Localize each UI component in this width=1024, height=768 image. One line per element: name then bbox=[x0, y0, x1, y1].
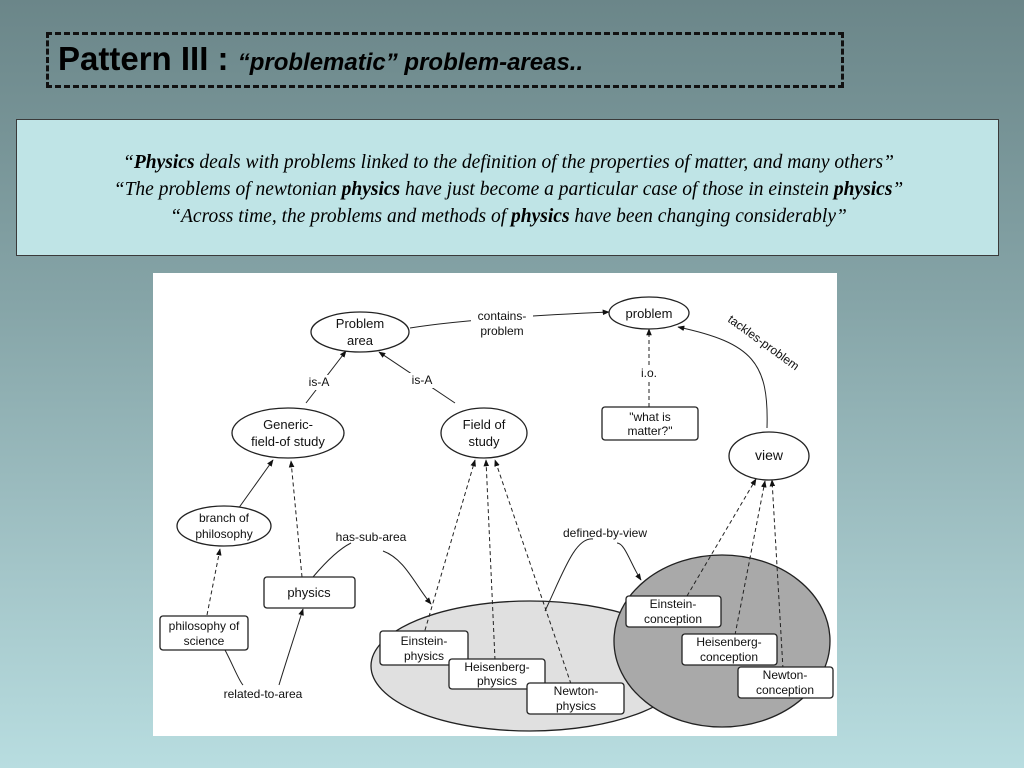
node-physics: physics bbox=[263, 576, 356, 609]
svg-text:Einstein-: Einstein- bbox=[650, 597, 697, 611]
svg-text:philosophy: philosophy bbox=[195, 527, 252, 541]
edge-defined-by-view-in bbox=[544, 538, 594, 612]
svg-text:Einstein-: Einstein- bbox=[401, 634, 448, 648]
edge-einstein-phys-to-field bbox=[422, 459, 476, 638]
label-tackles-problem: tackles-problem bbox=[725, 312, 802, 373]
edge-related-right bbox=[278, 608, 304, 686]
label-is-a-left: is-A bbox=[309, 375, 330, 389]
svg-text:Heisenberg-: Heisenberg- bbox=[464, 660, 529, 674]
label-contains-problem-2: problem bbox=[480, 324, 523, 338]
quote-line-3: “Across time, the problems and methods o… bbox=[170, 206, 847, 227]
svg-text:Problem: Problem bbox=[336, 316, 384, 331]
svg-text:matter?": matter?" bbox=[628, 424, 673, 438]
edge-phil-to-branch bbox=[206, 548, 222, 616]
quote-box: “Physics deals with problems linked to t… bbox=[16, 119, 999, 256]
edge-has-sub-area-out bbox=[382, 550, 432, 605]
edge-has-sub-area-in bbox=[312, 542, 352, 578]
svg-text:conception: conception bbox=[756, 683, 814, 697]
svg-text:physics: physics bbox=[556, 699, 596, 713]
node-newton-physics: Newton- physics bbox=[526, 682, 625, 715]
edge-einstein-con-to-view bbox=[686, 478, 757, 597]
node-philosophy-of-science: philosophy of science bbox=[159, 615, 249, 651]
node-newton-conception: Newton- conception bbox=[737, 666, 834, 699]
node-view: view bbox=[728, 431, 810, 481]
title-main: Pattern III : bbox=[58, 40, 238, 77]
title-frame bbox=[46, 32, 844, 88]
edge-defined-by-view-out bbox=[616, 542, 642, 581]
quote-line-2: “The problems of newtonian physics have … bbox=[113, 179, 904, 200]
edge-branch-to-generic bbox=[237, 459, 274, 510]
svg-text:Newton-: Newton- bbox=[554, 684, 599, 698]
node-branch-of-philosophy: branch of philosophy bbox=[176, 505, 272, 547]
svg-text:field-of study: field-of study bbox=[251, 434, 325, 449]
svg-text:Heisenberg-: Heisenberg- bbox=[696, 635, 761, 649]
node-einstein-conception: Einstein- conception bbox=[625, 595, 722, 628]
svg-text:conception: conception bbox=[700, 650, 758, 664]
label-has-sub-area: has-sub-area bbox=[336, 530, 407, 544]
concept-diagram: Problem area problem Generic- field-of s… bbox=[153, 273, 837, 736]
label-contains-problem-1: contains- bbox=[478, 309, 527, 323]
edge-heisenberg-phys-to-field bbox=[483, 459, 496, 661]
edge-heisenberg-con-to-view bbox=[734, 480, 767, 636]
node-problem-area: Problem area bbox=[310, 311, 410, 353]
node-heisenberg-conception: Heisenberg- conception bbox=[681, 633, 778, 666]
node-field-of-study: Field of study bbox=[440, 407, 528, 459]
slide-title: Pattern III : “problematic” problem-area… bbox=[58, 37, 583, 85]
edge-related-left bbox=[224, 649, 244, 686]
svg-text:physics: physics bbox=[477, 674, 517, 688]
svg-text:area: area bbox=[347, 333, 374, 348]
svg-text:physics: physics bbox=[287, 585, 331, 600]
label-io: i.o. bbox=[641, 366, 657, 380]
node-generic-field-of-study: Generic- field-of study bbox=[231, 407, 345, 459]
title-subtitle: “problematic” problem-areas.. bbox=[237, 49, 584, 76]
svg-text:Generic-: Generic- bbox=[263, 417, 313, 432]
svg-text:study: study bbox=[468, 434, 500, 449]
svg-text:physics: physics bbox=[404, 649, 444, 663]
node-einstein-physics: Einstein- physics bbox=[379, 630, 469, 666]
svg-text:problem: problem bbox=[626, 306, 673, 321]
node-heisenberg-physics: Heisenberg- physics bbox=[448, 658, 546, 690]
svg-text:philosophy of: philosophy of bbox=[169, 619, 240, 633]
edge-newton-con-to-view bbox=[769, 479, 784, 670]
label-is-a-right: is-A bbox=[412, 373, 433, 387]
svg-text:conception: conception bbox=[644, 612, 702, 626]
node-what-is-matter: "what is matter?" bbox=[601, 406, 699, 441]
svg-text:view: view bbox=[755, 447, 784, 463]
node-problem: problem bbox=[608, 296, 690, 330]
edge-physics-to-generic bbox=[288, 460, 303, 578]
edge-newton-phys-to-field bbox=[494, 459, 572, 685]
svg-text:Newton-: Newton- bbox=[763, 668, 808, 682]
label-defined-by-view: defined-by-view bbox=[563, 526, 647, 540]
quote-line-1: “Physics deals with problems linked to t… bbox=[123, 152, 894, 173]
label-related-to-area: related-to-area bbox=[224, 687, 303, 701]
edge-tackles-problem bbox=[677, 325, 768, 429]
svg-text:branch of: branch of bbox=[199, 511, 250, 525]
svg-text:"what is: "what is bbox=[629, 410, 671, 424]
svg-text:Field of: Field of bbox=[463, 417, 506, 432]
svg-text:science: science bbox=[184, 634, 225, 648]
